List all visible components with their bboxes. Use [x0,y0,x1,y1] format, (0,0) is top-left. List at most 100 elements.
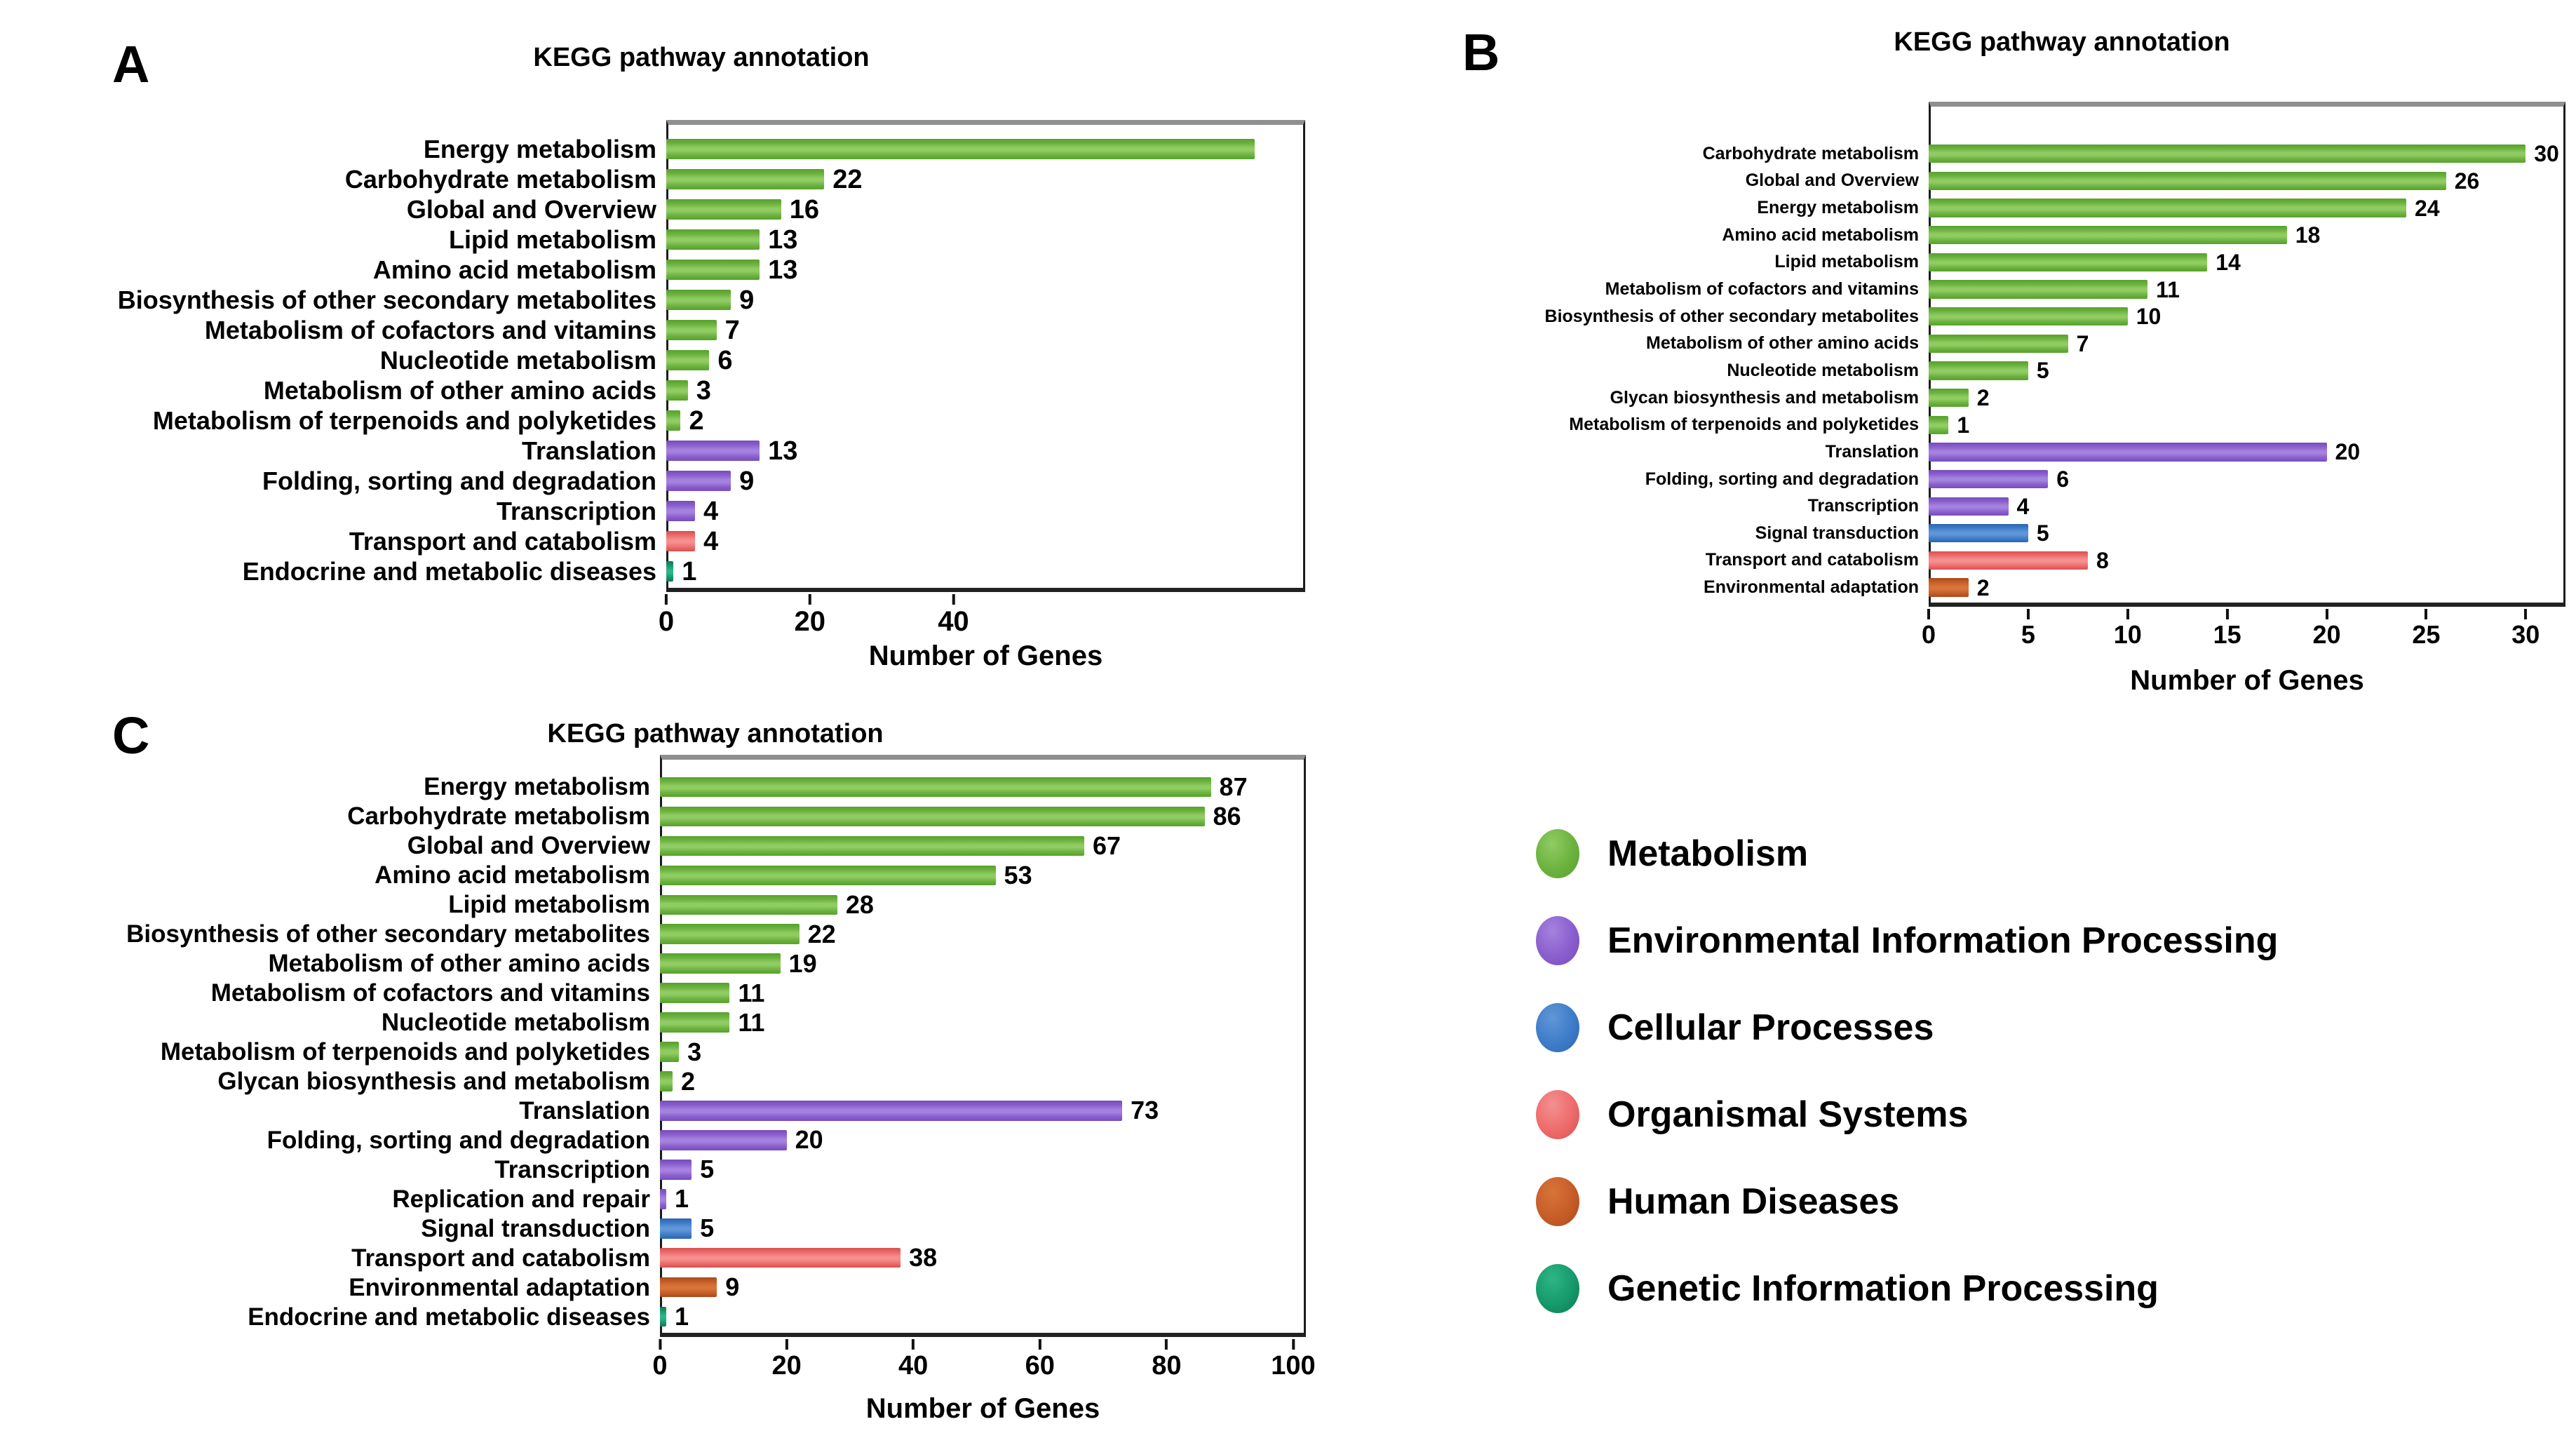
chart-title-b: KEGG pathway annotation [1894,27,2230,57]
category-label: Environmental adaptation [42,1275,660,1300]
category-label: Amino acid metabolism [42,257,666,283]
bar [1929,199,2406,217]
value-label: 13 [768,255,798,285]
bar-cell: 10 [1929,303,2565,330]
category-label: Lipid metabolism [1522,253,1929,271]
value-label: 67 [1092,831,1121,860]
panel-letter-b: B [1462,23,1500,81]
panel-letter-a: A [112,35,150,93]
axis-tick: 0 [659,594,674,636]
value-label: 9 [739,466,755,496]
category-label-text: Transport and catabolism [351,1244,650,1272]
category-label: Metabolism of terpenoids and polyketides [42,408,666,434]
tick-mark [2126,609,2129,619]
panel-letter-c: C [112,706,150,765]
bar [666,500,695,522]
bar-cell: 22 [660,920,1306,949]
tick-mark [2026,609,2030,619]
bar-row: Energy metabolism [42,134,1305,164]
category-label-text: Folding, sorting and degradation [267,1126,650,1154]
bar-row: Amino acid metabolism 13 [42,255,1305,285]
category-label-text: Nucleotide metabolism [1727,360,1919,380]
bar-cell: 24 [1929,194,2565,222]
legend-label: Human Diseases [1607,1181,1900,1222]
bar [660,924,800,944]
tick-label: 20 [2312,620,2341,649]
axis-tick: 25 [2412,609,2440,647]
tick-label: 100 [1271,1351,1316,1380]
category-label: Transport and catabolism [1522,551,1929,569]
category-label-text: Metabolism of other amino acids [1646,333,1919,354]
tick-label: 40 [938,606,969,637]
category-label: Nucleotide metabolism [1522,360,1929,380]
axis-tick: 100 [1271,1339,1316,1380]
value-label: 6 [2056,466,2070,492]
value-label: 20 [2335,439,2361,465]
value-label: 14 [2216,249,2241,275]
value-label: 1 [1957,412,1970,438]
category-label-text: Transcription [1807,496,1919,516]
bar [660,1306,667,1327]
category-label-text: Transcription [494,1155,650,1183]
bar [1929,524,2028,543]
bar [660,835,1084,856]
value-label: 4 [703,496,719,526]
legend-label: Metabolism [1607,833,1809,874]
value-label: 4 [2016,493,2030,519]
category-label: Lipid metabolism [42,892,660,917]
value-label: 11 [738,1007,765,1037]
axis-tick: 80 [1152,1339,1181,1379]
bar-cell: 26 [1929,168,2565,195]
value-label: 22 [807,919,836,948]
category-label: Carbohydrate metabolism [1522,145,1929,163]
bar [666,138,1255,160]
value-label: 1 [675,1302,689,1331]
axis-tick: 10 [2114,609,2142,647]
bar-row: Biosynthesis of other secondary metaboli… [42,920,1306,949]
tick-mark [785,1339,788,1350]
category-label-text: Lipid metabolism [448,224,656,254]
bar-cell: 5 [660,1155,1306,1184]
category-label: Nucleotide metabolism [42,1010,660,1035]
bar-row: Transcription 5 [42,1155,1306,1184]
tick-mark [1927,609,1930,619]
bar-cell: 18 [1929,222,2565,249]
bar-cell: 67 [660,831,1306,861]
category-label: Glycan biosynthesis and metabolism [1522,389,1929,407]
value-label: 4 [703,526,719,556]
category-label-text: Transport and catabolism [1705,550,1919,570]
category-label-text: Glycan biosynthesis and metabolism [217,1068,650,1095]
bar-cell: 1 [660,1302,1306,1331]
value-label: 19 [788,948,817,978]
category-label: Global and Overview [42,196,666,222]
bar [666,319,717,341]
category-label-text: Transcription [496,496,656,525]
value-label: 73 [1131,1096,1159,1125]
legend-color-dot-teal [1536,1264,1579,1313]
category-label: Energy metabolism [42,136,666,162]
tick-mark [952,594,955,605]
value-label: 53 [1004,860,1032,889]
category-label: Global and Overview [42,833,660,858]
